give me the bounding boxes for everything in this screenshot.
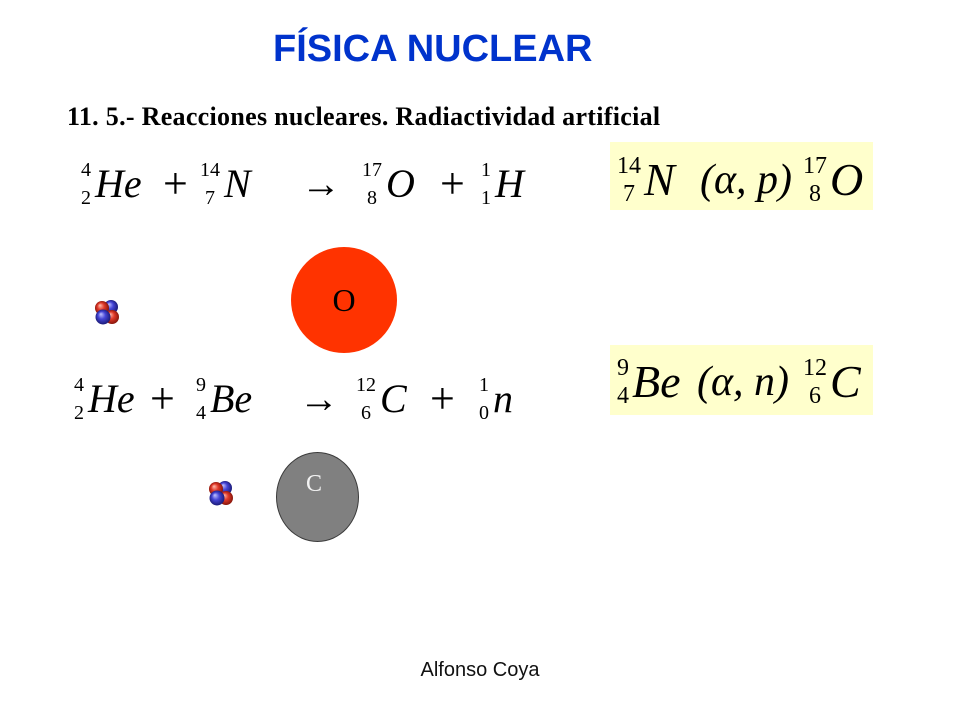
element-symbol: H — [495, 161, 524, 206]
atomic-number: 7 — [623, 181, 635, 207]
element-symbol: C — [830, 356, 861, 407]
nuclide-helium-4: 4 2 He — [74, 375, 135, 423]
reaction-arrow: → — [301, 161, 341, 206]
notation-target-nuclide: 14 7 N — [617, 154, 675, 206]
nuclide-prescripts: 1 1 — [481, 160, 491, 208]
atomic-number: 6 — [809, 383, 821, 409]
alpha-particle-icon — [95, 300, 119, 325]
oxygen-nucleus: O — [291, 247, 397, 353]
nucleus-label: C — [306, 471, 323, 497]
carbon-nucleus: C — [276, 452, 359, 542]
nuclide-prescripts: 17 8 — [362, 160, 382, 208]
reaction-notation-box-1: 14 7 N (α, p) 17 8 O — [610, 142, 873, 210]
atomic-number: 6 — [361, 402, 371, 424]
atomic-number: 8 — [367, 187, 377, 209]
element-symbol: N — [224, 161, 251, 206]
notation-particles: (α, p) — [700, 157, 793, 203]
element-symbol: Be — [632, 356, 681, 407]
nuclide-prescripts: 12 6 — [356, 375, 376, 423]
section-heading: 11. 5.- Reacciones nucleares. Radiactivi… — [67, 102, 661, 131]
reaction-arrow: → — [299, 376, 339, 421]
nuclide-beryllium-9: 9 4 Be — [196, 375, 252, 423]
nuclide-oxygen-17: 17 8 O — [362, 160, 415, 208]
mass-number: 9 — [196, 374, 206, 396]
nuclide-helium-4: 4 2 He — [81, 160, 142, 208]
plus-sign: + — [430, 374, 455, 423]
atomic-number: 7 — [205, 187, 215, 209]
element-symbol: N — [644, 154, 675, 205]
nuclide-prescripts: 4 2 — [74, 375, 84, 423]
mass-number: 4 — [74, 374, 84, 396]
plus-sign: + — [163, 159, 188, 208]
mass-number: 1 — [479, 374, 489, 396]
atomic-number: 2 — [81, 187, 91, 209]
alpha-particle-icon — [209, 481, 233, 506]
reaction-equation-1: 4 2 He + 14 7 N → 17 8 O + 1 1 — [0, 160, 960, 210]
reaction-notation-box-2: 9 4 Be (α, n) 12 6 C — [610, 345, 873, 415]
mass-number: 12 — [803, 355, 827, 381]
mass-number: 14 — [200, 159, 220, 181]
element-symbol: O — [830, 154, 864, 205]
atomic-number: 2 — [74, 402, 84, 424]
atomic-number: 4 — [196, 402, 206, 424]
element-symbol: He — [88, 376, 135, 421]
nuclide-prescripts: 14 7 — [200, 160, 220, 208]
atomic-number: 8 — [809, 181, 821, 207]
element-symbol: O — [386, 161, 415, 206]
notation-target-nuclide: 9 4 Be — [617, 356, 681, 408]
mass-number: 4 — [81, 159, 91, 181]
nuclide-neutron: 1 0 n — [479, 375, 513, 423]
nuclide-prescripts: 14 7 — [617, 154, 641, 206]
element-symbol: n — [493, 376, 513, 421]
notation-particles: (α, n) — [697, 359, 790, 405]
mass-number: 1 — [481, 159, 491, 181]
nuclide-prescripts: 4 2 — [81, 160, 91, 208]
mass-number: 17 — [803, 153, 827, 179]
slide-title: FÍSICA NUCLEAR — [273, 28, 593, 70]
notation-product-nuclide: 17 8 O — [803, 154, 863, 206]
plus-sign: + — [150, 374, 175, 423]
nuclide-hydrogen-1: 1 1 H — [481, 160, 524, 208]
element-symbol: He — [95, 161, 142, 206]
atomic-number: 0 — [479, 402, 489, 424]
mass-number: 12 — [356, 374, 376, 396]
mass-number: 14 — [617, 153, 641, 179]
nuclide-prescripts: 9 4 — [196, 375, 206, 423]
mass-number: 9 — [617, 355, 629, 381]
slide-footer-author: Alfonso Coya — [420, 659, 540, 681]
nuclide-nitrogen-14: 14 7 N — [200, 160, 251, 208]
neutron-sphere — [95, 309, 111, 325]
notation-product-nuclide: 12 6 C — [803, 356, 861, 408]
nuclide-prescripts: 9 4 — [617, 356, 629, 408]
plus-sign: + — [440, 159, 465, 208]
element-symbol: C — [380, 376, 407, 421]
nucleus-label: O — [332, 282, 356, 318]
nuclide-prescripts: 1 0 — [479, 375, 489, 423]
nuclide-prescripts: 12 6 — [803, 356, 827, 408]
element-symbol: Be — [210, 376, 253, 421]
atomic-number: 4 — [617, 383, 629, 409]
reaction-equation-2: 4 2 He + 9 4 Be → 12 6 C + 1 0 — [0, 375, 960, 425]
atomic-number: 1 — [481, 187, 491, 209]
mass-number: 17 — [362, 159, 382, 181]
nuclide-prescripts: 17 8 — [803, 154, 827, 206]
neutron-sphere — [209, 490, 225, 506]
nuclide-carbon-12: 12 6 C — [356, 375, 407, 423]
